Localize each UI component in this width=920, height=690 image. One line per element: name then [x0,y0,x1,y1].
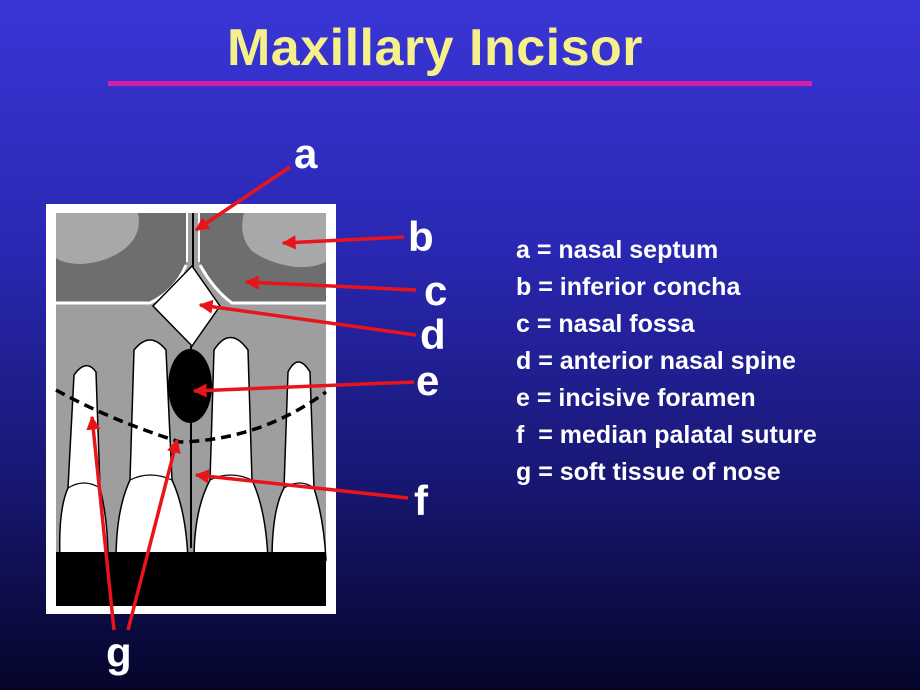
label-d: d [420,311,446,358]
arrow-e [192,380,415,398]
arrow-d [198,299,417,337]
legend-item-a: a = nasal septum [516,236,719,264]
label-g: g [106,629,132,676]
legend-item-b: b = inferior concha [516,273,741,301]
inferior-concha-left [56,213,139,264]
slide-title: Maxillary Incisor [226,19,644,77]
label-f: f [414,477,428,524]
legend-item-g: g = soft tissue of nose [516,458,781,486]
tooth-left-lateral [58,365,109,561]
label-a: a [294,130,318,177]
label-b: b [408,213,434,260]
incisive-foramen [168,349,212,423]
tooth-right-lateral [271,361,327,561]
pointer-arrows [86,165,417,631]
title-underline [108,81,812,86]
arrow-g-right [126,438,181,631]
legend-list: a = nasal septum b = inferior concha c =… [516,232,817,491]
label-e: e [416,357,440,404]
arrow-b [281,235,405,250]
tooth-right-central [193,336,269,561]
arrow-c [244,275,417,292]
label-c: c [424,267,448,314]
lower-dark-band [56,552,326,606]
arrow-a [194,165,291,232]
legend-item-e: e = incisive foramen [516,384,756,412]
arrow-f [194,469,409,500]
tooth-left-central [115,339,189,561]
legend-item-d: d = anterior nasal spine [516,347,796,375]
floor-line-right [198,264,326,305]
legend-item-c: c = nasal fossa [516,310,695,338]
arrow-g-left [86,415,116,631]
legend-item-f: f = median palatal suture [516,421,817,449]
